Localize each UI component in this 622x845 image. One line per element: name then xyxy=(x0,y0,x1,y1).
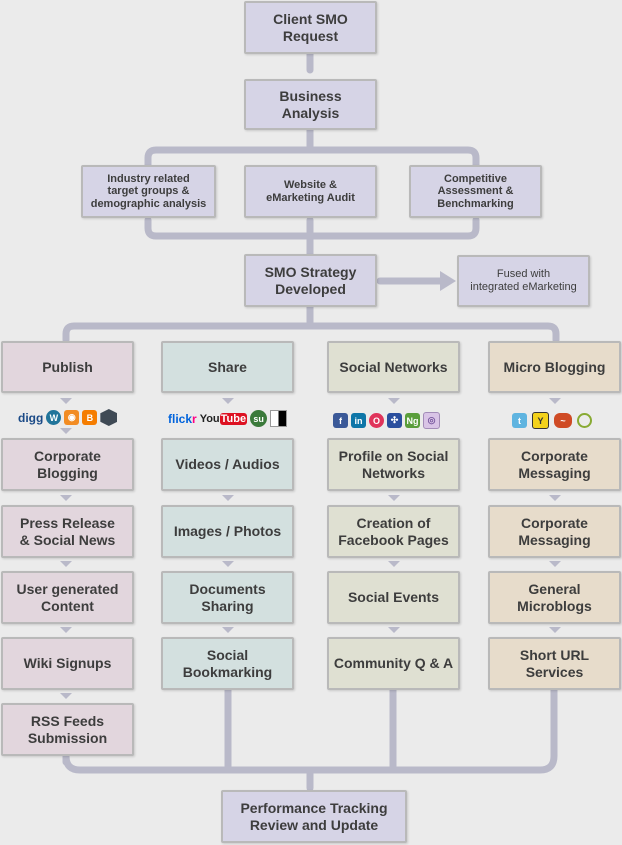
digg-icon: digg xyxy=(18,410,44,425)
linkedin-icon: in xyxy=(351,413,366,428)
micro-item-corporate-messaging-1: Corporate Messaging xyxy=(488,438,621,491)
social-networks-header-label: Social Networks xyxy=(339,358,448,375)
share-item-documents-sharing: Documents Sharing xyxy=(161,571,294,624)
twitter-icon: t xyxy=(512,413,527,428)
micro-item-label: Corporate Messaging xyxy=(518,448,591,481)
client-smo-request-box: Client SMO Request xyxy=(244,1,377,54)
publish-item-press-release: Press Release & Social News xyxy=(1,505,134,558)
social-item-community-qa: Community Q & A xyxy=(327,637,460,690)
social-item-profile: Profile on Social Networks xyxy=(327,438,460,491)
publish-header-label: Publish xyxy=(42,358,93,375)
share-item-label: Videos / Audios xyxy=(175,456,280,473)
publish-item-label: RSS Feeds Submission xyxy=(27,713,108,746)
performance-tracking-label: Performance Tracking Review and Update xyxy=(240,800,388,833)
yammer-icon: Y xyxy=(532,412,549,429)
share-item-label: Images / Photos xyxy=(173,523,282,540)
publish-icons: digg W ◉ B xyxy=(18,409,118,426)
micro-item-label: Corporate Messaging xyxy=(518,515,591,548)
industry-analysis-label: Industry related target groups & demogra… xyxy=(90,172,207,210)
fused-emarketing-label: Fused with integrated eMarketing xyxy=(470,268,577,293)
publish-item-label: User generated Content xyxy=(16,581,119,614)
micro-item-label: Short URL Services xyxy=(519,647,590,680)
social-icons: f in O ✣ Ng ◎ xyxy=(333,412,440,429)
publish-item-user-generated: User generated Content xyxy=(1,571,134,624)
publish-item-rss-feeds: RSS Feeds Submission xyxy=(1,703,134,756)
myspace-icon: ✣ xyxy=(387,413,402,428)
micro-item-general-microblogs: General Microblogs xyxy=(488,571,621,624)
fused-emarketing-box: Fused with integrated eMarketing xyxy=(457,255,590,307)
share-item-social-bookmarking: Social Bookmarking xyxy=(161,637,294,690)
flickr-icon-part: r xyxy=(192,411,197,426)
publish-item-label: Corporate Blogging xyxy=(34,448,101,481)
social-item-social-events: Social Events xyxy=(327,571,460,624)
competitive-assessment-label: Competitive Assessment & Benchmarking xyxy=(437,172,514,210)
business-analysis-label: Business Analysis xyxy=(279,88,342,121)
youtube-icon-part: Tube xyxy=(219,412,248,425)
youtube-icon-part: You xyxy=(199,412,220,425)
micro-item-short-url: Short URL Services xyxy=(488,637,621,690)
share-item-videos-audios: Videos / Audios xyxy=(161,438,294,491)
publish-item-label: Wiki Signups xyxy=(23,655,112,672)
share-item-label: Documents Sharing xyxy=(189,581,266,614)
social-networks-header: Social Networks xyxy=(327,341,460,393)
rss-icon: ◉ xyxy=(64,410,80,425)
wordpress-icon: W xyxy=(46,410,62,425)
social-item-label: Profile on Social Networks xyxy=(338,448,449,481)
micro-item-corporate-messaging-2: Corporate Messaging xyxy=(488,505,621,558)
performance-tracking-box: Performance Tracking Review and Update xyxy=(221,790,407,843)
micro-icons: t Y ~ xyxy=(512,412,592,429)
micro-blogging-header: Micro Blogging xyxy=(488,341,621,393)
stumbleupon-icon: su xyxy=(250,410,268,427)
blogger-icon: B xyxy=(82,410,98,425)
publish-item-corporate-blogging: Corporate Blogging xyxy=(1,438,134,491)
publish-item-label: Press Release & Social News xyxy=(19,515,116,548)
facebook-icon: f xyxy=(333,413,348,428)
publish-header: Publish xyxy=(1,341,134,393)
share-icons: flickr YouTube su xyxy=(168,410,288,427)
competitive-assessment-box: Competitive Assessment & Benchmarking xyxy=(409,165,542,218)
smo-strategy-label: SMO Strategy Developed xyxy=(264,264,357,297)
social-item-label: Community Q & A xyxy=(333,655,454,672)
misc-icon: ◎ xyxy=(423,412,440,429)
share-item-images-photos: Images / Photos xyxy=(161,505,294,558)
delicious-icon xyxy=(270,410,288,427)
flickr-icon: flickr xyxy=(168,412,197,426)
plurk-icon: ~ xyxy=(554,413,572,428)
ning-icon: Ng xyxy=(405,413,420,428)
flickr-icon-part: flick xyxy=(168,411,193,426)
business-analysis-box: Business Analysis xyxy=(244,79,377,130)
social-item-facebook-pages: Creation of Facebook Pages xyxy=(327,505,460,558)
orkut-icon: O xyxy=(369,413,384,428)
publish-item-wiki-signups: Wiki Signups xyxy=(1,637,134,690)
website-audit-label: Website & eMarketing Audit xyxy=(266,178,355,204)
industry-analysis-box: Industry related target groups & demogra… xyxy=(81,165,216,218)
social-item-label: Creation of Facebook Pages xyxy=(338,515,449,548)
smo-strategy-box: SMO Strategy Developed xyxy=(244,254,377,307)
client-smo-request-label: Client SMO Request xyxy=(273,11,348,44)
hexagon-icon xyxy=(100,409,118,426)
youtube-icon: YouTube xyxy=(199,412,248,425)
share-item-label: Social Bookmarking xyxy=(182,647,273,680)
social-item-label: Social Events xyxy=(347,589,440,606)
pownce-icon xyxy=(577,413,592,428)
website-audit-box: Website & eMarketing Audit xyxy=(244,165,377,218)
micro-item-label: General Microblogs xyxy=(517,581,592,614)
share-header: Share xyxy=(161,341,294,393)
share-header-label: Share xyxy=(208,358,247,375)
micro-blogging-header-label: Micro Blogging xyxy=(503,358,606,375)
